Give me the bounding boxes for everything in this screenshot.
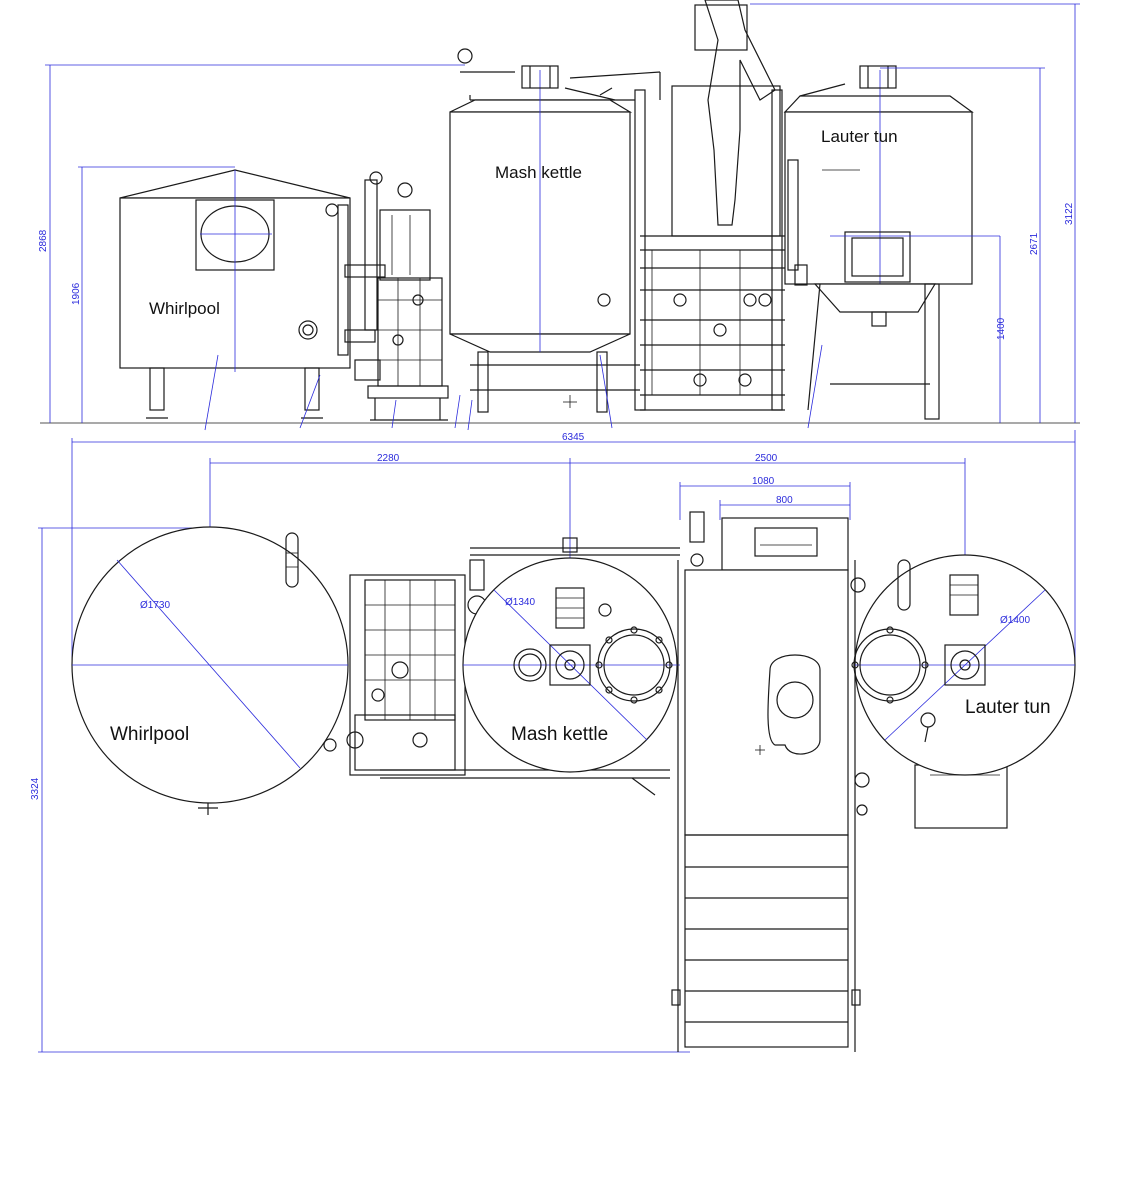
- top-view: 6345 2280 2500 1080 800 3324 Ø1730: [30, 430, 1076, 1053]
- side-elevation: 2868 1906 1400 2671 3122 Whirlpool Mash …: [38, 0, 1080, 431]
- top-mash-kettle: [462, 557, 680, 773]
- top-label-lauter-tun: Lauter tun: [965, 697, 1051, 718]
- top-label-mash-kettle: Mash kettle: [511, 724, 608, 745]
- top-whirlpool: [71, 526, 349, 815]
- dim-1080: 1080: [752, 476, 775, 487]
- side-label-lauter-tun: Lauter tun: [821, 127, 898, 146]
- dim-2868: 2868: [38, 229, 49, 252]
- dim-3122: 3122: [1064, 202, 1075, 225]
- dim-1400: 1400: [996, 317, 1007, 340]
- top-lauter-tun: [851, 554, 1076, 829]
- dim-800: 800: [776, 495, 793, 506]
- side-dimension-lines: [45, 3, 1080, 423]
- dim-1906: 1906: [71, 282, 82, 305]
- dim-2671: 2671: [1029, 232, 1040, 255]
- side-mash-kettle: [449, 48, 661, 429]
- dia-mash-kettle: Ø1340: [505, 597, 535, 608]
- side-lauter-tun: [783, 65, 1000, 429]
- dim-2280: 2280: [377, 453, 400, 464]
- dia-whirlpool: Ø1730: [140, 600, 170, 611]
- top-platform: [671, 511, 870, 1052]
- dim-6345: 6345: [562, 432, 585, 443]
- dim-3324: 3324: [30, 777, 41, 800]
- side-label-mash-kettle: Mash kettle: [495, 163, 582, 182]
- side-whirlpool-tank: [119, 169, 351, 431]
- dim-2500: 2500: [755, 453, 778, 464]
- side-label-whirlpool: Whirlpool: [149, 299, 220, 318]
- top-label-whirlpool: Whirlpool: [110, 724, 189, 745]
- side-platform-frame: [634, 0, 785, 411]
- side-valve-assembly: [325, 171, 473, 431]
- dia-lauter-tun: Ø1400: [1000, 615, 1030, 626]
